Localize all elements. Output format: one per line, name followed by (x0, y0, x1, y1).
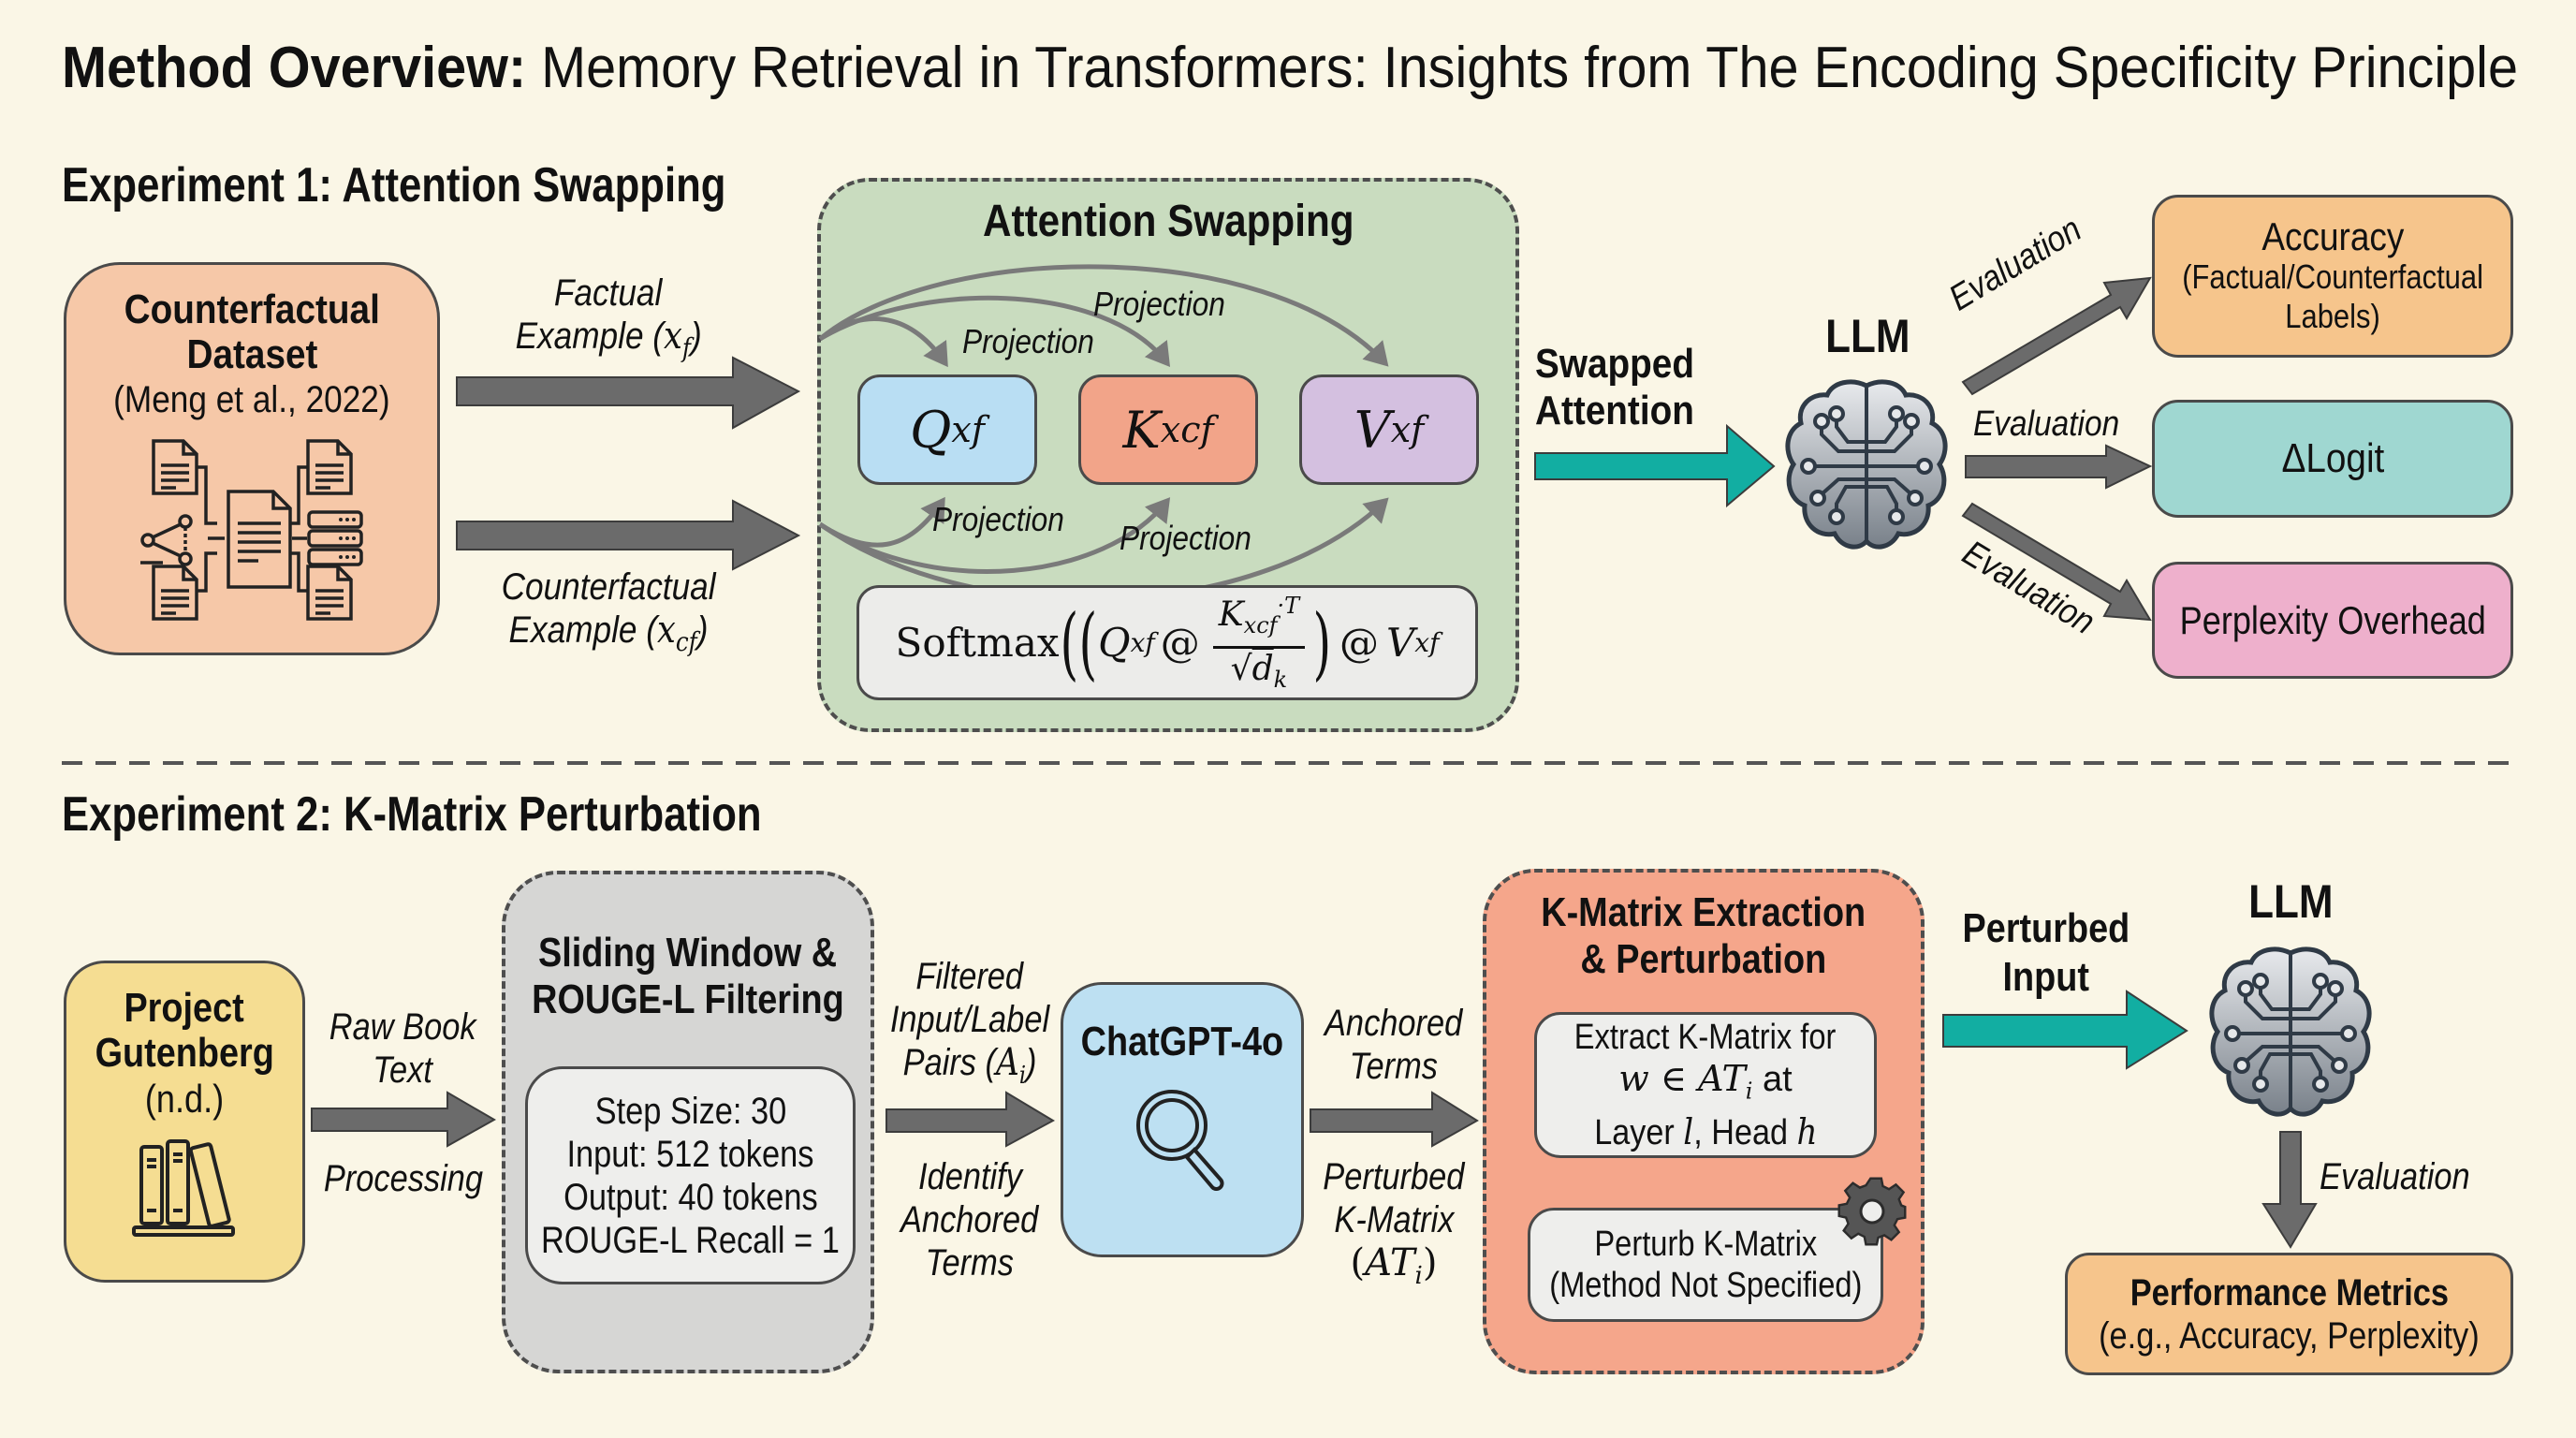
filtered-pairs-arrow (886, 1091, 1056, 1148)
chatgpt-box: ChatGPT-4o (1061, 982, 1304, 1257)
anchored-terms-arrow (1310, 1091, 1479, 1148)
projection-label-bottom-k: Projection (932, 500, 1064, 538)
evaluation-label-logit: Evaluation (1973, 404, 2120, 444)
evaluation-arrow-logit (1965, 444, 2153, 490)
evaluation-arrow-accuracy (1961, 276, 2152, 396)
projection-label-top-k: Projection (962, 322, 1094, 360)
counterfactual-example-label: Counterfactual Example (xcf) (501, 566, 716, 657)
anchored-terms-label: Anchored Terms (1325, 1003, 1463, 1087)
title-bold: Method Overview: (62, 36, 527, 100)
raw-text-arrow (311, 1091, 497, 1148)
project-gutenberg-box: Project Gutenberg (n.d.) (64, 961, 305, 1283)
projection-label-top-v: Projection (1093, 285, 1225, 323)
sliding-window-title: Sliding Window & ROUGE-L Filtering (532, 930, 844, 1022)
swapped-attention-arrow (1534, 423, 1776, 508)
identify-anchored-terms-label: Identify Anchored Terms (900, 1156, 1039, 1284)
books-icon (132, 1139, 235, 1237)
gear-icon (1833, 1172, 1911, 1251)
perturbed-kmatrix-label: Perturbed K-Matrix (ATi) (1323, 1156, 1465, 1290)
delta-logit-output-box: ΔLogit (2152, 400, 2513, 518)
factual-arrow (456, 356, 801, 430)
processing-label: Processing (323, 1158, 483, 1199)
counterfactual-dataset-box: Counterfactual Dataset (Meng et al., 202… (64, 262, 440, 655)
accuracy-output-box: Accuracy (Factual/Counterfactual Labels) (2152, 195, 2513, 358)
llm-label-exp1: LLM (1824, 310, 1910, 362)
evaluation-label-exp2: Evaluation (2320, 1156, 2470, 1197)
brain-icon (2204, 944, 2377, 1120)
projection-label-bottom-v: Projection (1120, 519, 1251, 557)
perturb-kmatrix-box: Perturb K-Matrix (Method Not Specified) (1528, 1208, 1883, 1322)
attention-swapping-title: Attention Swapping (982, 197, 1354, 246)
evaluation-down-arrow (2261, 1131, 2318, 1249)
search-icon (1136, 1090, 1224, 1191)
brain-icon (1780, 376, 1953, 552)
evaluation-arrow-perplexity (1961, 502, 2152, 622)
swapped-attention-label: Swapped Attention (1535, 341, 1694, 433)
llm-label-exp2: LLM (2247, 875, 2334, 928)
page-title: Method Overview: Memory Retrieval in Tra… (62, 36, 2576, 101)
experiment1-heading: Experiment 1: Attention Swapping (62, 158, 726, 213)
extract-kmatrix-box: Extract K-Matrix for w ∈ ATi at Layer l,… (1534, 1012, 1877, 1158)
perplexity-output-box: Perplexity Overhead (2152, 562, 2513, 679)
performance-metrics-box: Performance Metrics (e.g., Accuracy, Per… (2065, 1253, 2513, 1375)
evaluation-arrows (1961, 276, 2153, 622)
title-rest: Memory Retrieval in Transformers: Insigh… (526, 36, 2518, 100)
factual-example-label: Factual Example (xf) (515, 272, 702, 363)
filtered-pairs-label: Filtered Input/Label Pairs (Ai) (889, 956, 1050, 1090)
perturbed-input-label: Perturbed Input (1962, 905, 2130, 1000)
perturbed-input-arrow (1942, 990, 2188, 1070)
kmatrix-title: K-Matrix Extraction & Perturbation (1541, 889, 1866, 982)
raw-book-text-label: Raw Book Text (329, 1006, 476, 1091)
dataset-network-icon (140, 439, 363, 621)
experiment2-heading: Experiment 2: K-Matrix Perturbation (62, 787, 762, 842)
sliding-window-params: Step Size: 30 Input: 512 tokens Output: … (525, 1066, 856, 1284)
counterfactual-arrow (456, 499, 801, 571)
